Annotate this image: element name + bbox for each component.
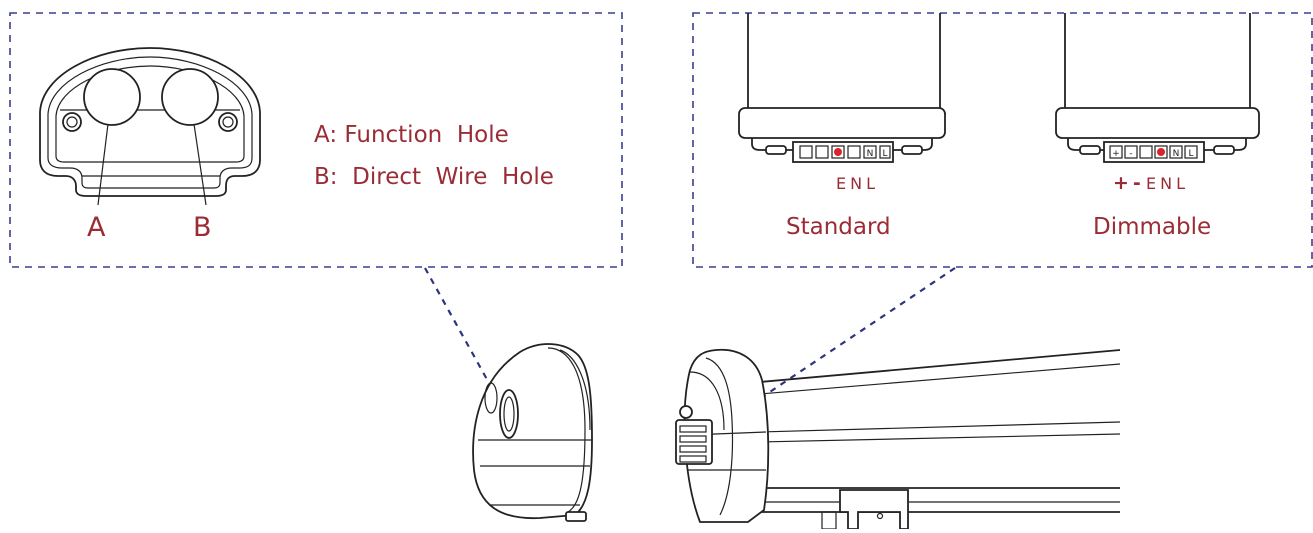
legend-function-hole: A: Function Hole [314,122,509,148]
standard-terminal-marks: ENL [836,174,879,193]
leader-b [193,123,207,206]
end-cap-detail-frame [9,12,623,268]
standard-block-letter: N [867,149,874,159]
mounting-bracket [839,489,909,530]
dimmable-polarity-marks: +- [1113,172,1145,194]
standard-block-letter: L [882,149,887,159]
leader-a [97,123,109,206]
standard-earth-dot [834,148,842,156]
screw-right-icon [218,112,238,132]
dimmable-block-letter: - [1129,149,1132,159]
dimmable-block-letter: L [1188,149,1193,159]
end-cap-front-view [39,47,261,206]
dimmable-terminal-marks: ENL [1146,174,1189,193]
end-cap-leader-line [424,267,495,393]
standard-caption: Standard [786,214,891,240]
dimmable-block-letter: + [1112,149,1120,159]
standard-terminal-block [792,141,894,163]
legend-direct-wire-hole: B: Direct Wire Hole [314,164,554,190]
dimmable-block-letter: N [1173,149,1180,159]
dimmable-fixture-end: + - N L [1055,13,1260,163]
hole-a-letter: A [87,212,106,243]
hole-b-letter: B [193,212,212,243]
dimmable-terminal-block [1103,141,1205,163]
dimmable-caption: Dimmable [1093,214,1212,240]
direct-wire-hole [161,68,219,126]
dimmable-earth-dot [1157,148,1165,156]
detached-end-cap [472,343,593,522]
function-hole [83,68,141,126]
standard-fixture-end: N L [738,13,947,163]
end-cap-hole [499,389,519,439]
fixture-body [675,348,1121,530]
terminal-detail-frame [692,12,1313,268]
screw-left-icon [62,112,82,132]
